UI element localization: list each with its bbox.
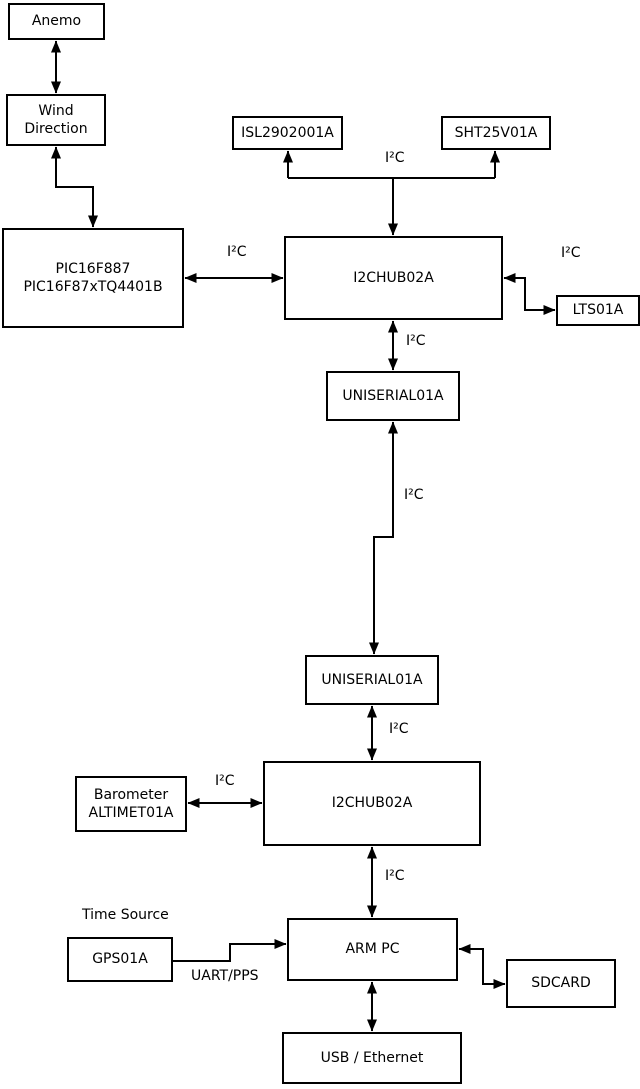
edge-uniserial1-uniserial2 [369,421,398,655]
node-lts01a: LTS01A [556,295,640,326]
node-wind-direction: Wind Direction [6,94,106,146]
edge-armpc-sdcard [458,944,506,989]
label-i2c-uniserial1-uniserial2: I²C [404,487,424,503]
label-i2c-barometer-hub2: I²C [215,773,235,789]
node-i2chub02a-2: I2CHUB02A [263,761,481,846]
edge-wind-direction-pic [51,146,98,228]
label-i2c-pic-hub1: I²C [227,244,247,260]
node-i2chub02a-1: I2CHUB02A [284,236,503,320]
label-i2c-hub2-armpc: I²C [385,868,405,884]
node-pic16f887: PIC16F887 PIC16F87xTQ4401B [2,228,184,328]
node-sdcard: SDCARD [506,959,616,1008]
node-gps01a: GPS01A [67,937,173,982]
node-barometer-altimet01a: Barometer ALTIMET01A [75,776,187,832]
node-uniserial01a-2: UNISERIAL01A [305,655,439,705]
node-arm-pc: ARM PC [287,918,458,981]
node-usb-ethernet: USB / Ethernet [282,1032,462,1084]
label-time-source: Time Source [82,907,169,923]
label-i2c-hub1-uniserial1: I²C [406,333,426,349]
label-i2c-hub1-lts: I²C [561,245,581,261]
node-uniserial01a-1: UNISERIAL01A [326,371,460,421]
label-i2c-uniserial2-hub2: I²C [389,721,409,737]
node-isl2902001a: ISL2902001A [232,116,343,150]
edge-hub1-lts [503,273,556,315]
node-anemo: Anemo [8,3,105,40]
label-i2c-sensor-bus: I²C [385,150,405,166]
label-uart-pps: UART/PPS [191,968,259,984]
edge-gps-armpc [173,939,287,962]
node-sht25v01a: SHT25V01A [441,116,551,150]
